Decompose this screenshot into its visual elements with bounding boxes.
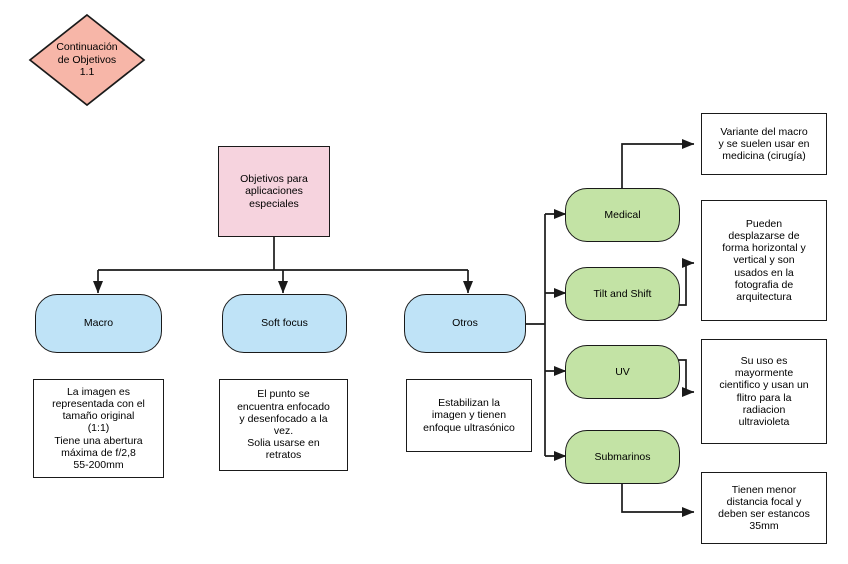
diamond-shape [28, 13, 146, 107]
note-otros: Estabilizan la imagen y tienen enfoque u… [406, 379, 532, 452]
note-medical: Variante del macro y se suelen usar en m… [701, 113, 827, 175]
node-otros[interactable]: Otros [404, 294, 526, 353]
node-submarinos[interactable]: Submarinos [565, 430, 680, 484]
note-soft-focus: El punto se encuentra enfocado y desenfo… [219, 379, 348, 471]
note-tilt-and-shift: Pueden desplazarse de forma horizontal y… [701, 200, 827, 321]
note-submarinos: Tienen menor distancia focal y deben ser… [701, 472, 827, 544]
note-macro: La imagen es representada con el tamaño … [33, 379, 164, 478]
node-objetivos[interactable]: Objetivos para aplicaciones especiales [218, 146, 330, 237]
node-medical[interactable]: Medical [565, 188, 680, 242]
note-uv: Su uso es mayormente cientifico y usan u… [701, 339, 827, 444]
node-uv[interactable]: UV [565, 345, 680, 399]
node-continuacion[interactable]: Continuación de Objetivos 1.1 [28, 13, 146, 107]
node-soft-focus[interactable]: Soft focus [222, 294, 347, 353]
edge-submarinos-to-note [621, 483, 695, 518]
edge-medical-to-note [621, 138, 695, 190]
node-tilt-and-shift[interactable]: Tilt and Shift [565, 267, 680, 321]
node-continuacion-label: Continuación de Objetivos 1.1 [56, 41, 118, 79]
node-macro[interactable]: Macro [35, 294, 162, 353]
